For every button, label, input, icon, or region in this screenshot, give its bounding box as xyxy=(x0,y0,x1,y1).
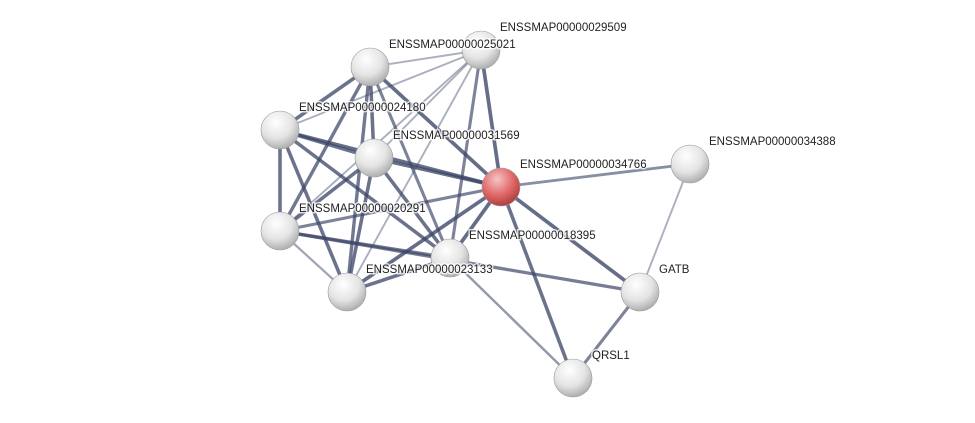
edge-A-G[interactable] xyxy=(278,66,372,232)
edge-D-I[interactable] xyxy=(345,157,376,293)
edge-A-I[interactable] xyxy=(345,66,372,293)
protein-node[interactable] xyxy=(553,358,593,398)
labels-group: ENSSMAP00000025021 ENSSMAP00000029509ENSS… xyxy=(298,21,838,364)
edge-B-D[interactable] xyxy=(373,49,482,159)
protein-node[interactable] xyxy=(260,211,300,251)
edge-C-I[interactable] xyxy=(278,129,349,293)
protein-node[interactable] xyxy=(327,272,367,312)
protein-node[interactable] xyxy=(461,30,501,70)
node-label: ENSSMAP00000034388 xyxy=(709,136,836,148)
edge-F-J[interactable] xyxy=(639,163,691,293)
edge-E-A[interactable] xyxy=(368,65,503,189)
protein-node[interactable] xyxy=(260,110,300,150)
protein-node[interactable] xyxy=(430,238,470,278)
edge-E-D[interactable] xyxy=(373,156,502,189)
node-label: ENSSMAP00000023133 xyxy=(366,264,493,276)
query-protein-node[interactable] xyxy=(481,167,521,207)
edge-D-G[interactable] xyxy=(278,156,376,233)
edge-B-H[interactable] xyxy=(448,49,483,259)
edge-A-H[interactable] xyxy=(368,66,452,259)
node-label: ENSSMAP00000029509 xyxy=(500,22,627,34)
edge-H-K[interactable] xyxy=(449,257,574,379)
node-label: ENSSMAP00000025021 xyxy=(389,39,516,51)
node-label: ENSSMAP00000031569 xyxy=(393,130,520,142)
edge-E-F[interactable] xyxy=(500,162,691,189)
edge-E-J[interactable] xyxy=(499,185,642,294)
protein-node[interactable] xyxy=(350,47,390,87)
protein-node[interactable] xyxy=(354,138,394,178)
node-label: ENSSMAP00000024180 xyxy=(299,102,426,114)
protein-node[interactable] xyxy=(670,144,710,184)
edge-B-C[interactable] xyxy=(279,49,482,131)
edge-E-K[interactable] xyxy=(499,186,575,379)
node-label: ENSSMAP00000020291 xyxy=(299,203,426,215)
node-label: ENSSMAP00000018395 xyxy=(469,230,596,242)
node-label: ENSSMAP00000034766 xyxy=(520,159,647,171)
protein-node[interactable] xyxy=(620,272,660,312)
node-label: QRSL1 xyxy=(592,350,630,362)
edge-D-H[interactable] xyxy=(372,156,452,260)
edge-E-B[interactable] xyxy=(479,49,503,188)
edge-B-I[interactable] xyxy=(346,49,482,293)
node-label: GATB xyxy=(659,264,690,276)
nodes-group xyxy=(260,30,710,398)
